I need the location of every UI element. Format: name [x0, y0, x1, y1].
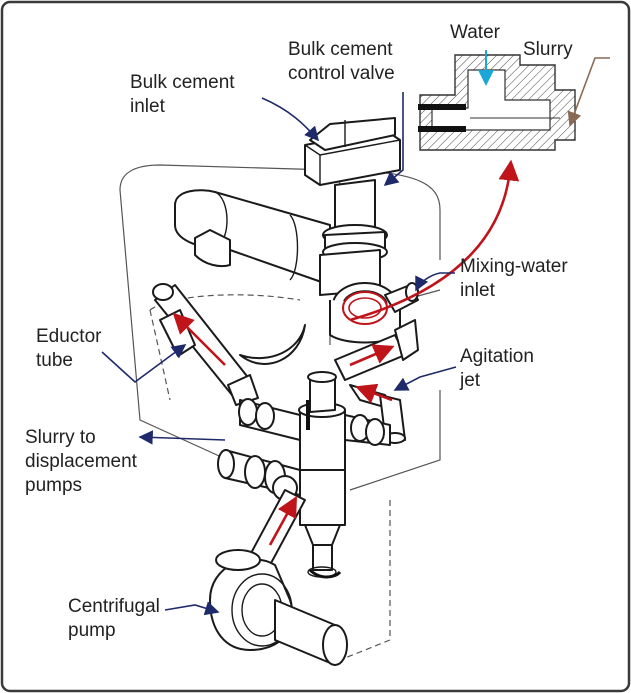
- label-centrifugal-pump: Centrifugal pump: [68, 596, 165, 641]
- label-bulk-cement-inlet: Bulk cement inlet: [130, 72, 240, 117]
- flow-arrows: [172, 159, 520, 546]
- eductor-tube: [152, 283, 259, 406]
- flow-arrow-feed: [349, 344, 395, 367]
- bulk-pipe: [174, 189, 331, 286]
- leader-lines: [101, 57, 610, 616]
- label-slurry: Slurry: [523, 39, 573, 60]
- label-water: Water: [450, 22, 501, 43]
- flow-arrow-to-inset: [349, 159, 520, 322]
- central-column: [298, 371, 346, 579]
- mixer-baffle: [239, 324, 306, 365]
- flange-connections: [238, 398, 391, 446]
- label-agitation-jet: Agitation jet: [459, 346, 539, 391]
- flow-arrow-agitation: [355, 383, 393, 404]
- label-slurry-to-displacement-pumps: Slurry to displacement pumps: [25, 427, 142, 496]
- slurry-leader: [567, 57, 610, 127]
- flow-arrow-pump: [268, 495, 298, 546]
- label-eductor-tube: Eductor tube: [36, 326, 107, 371]
- bulk-cement-inlet-block: [304, 117, 401, 186]
- label-bulk-cement-control-valve: Bulk cement control valve: [288, 39, 398, 84]
- centrifugal-pump-body: [209, 549, 348, 666]
- label-mixing-water-inlet: Mixing-water inlet: [460, 256, 573, 301]
- mixing-head-section: [418, 50, 576, 151]
- flow-arrow-eductor: [172, 312, 226, 366]
